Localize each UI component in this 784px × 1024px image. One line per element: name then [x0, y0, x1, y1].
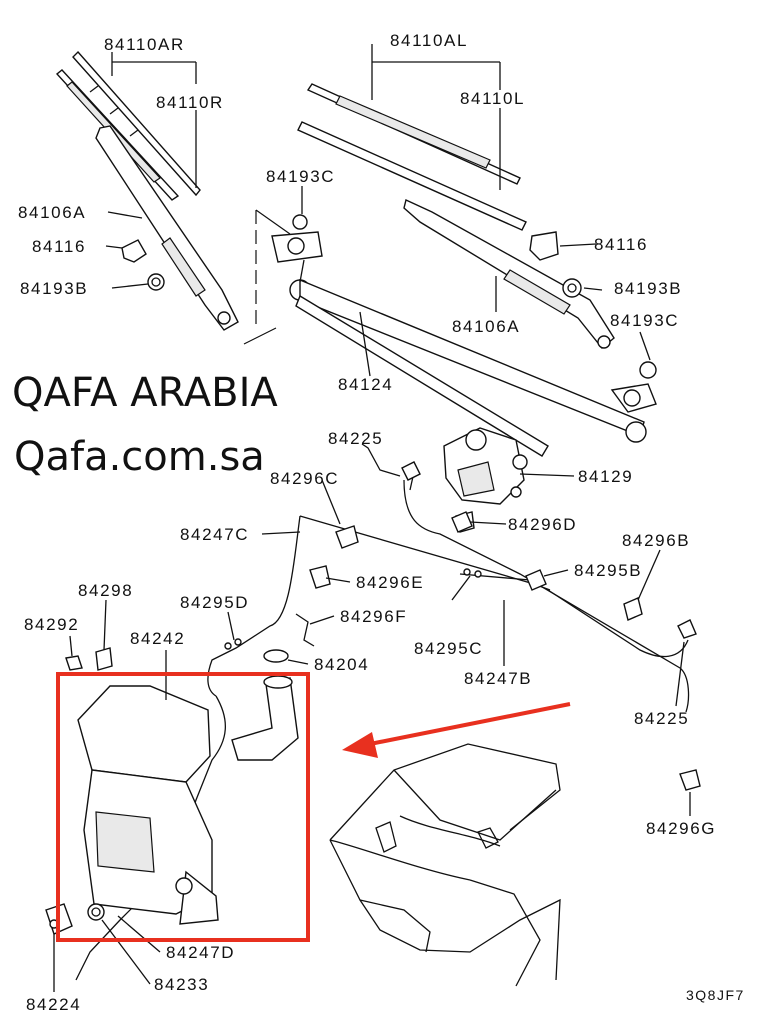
- watermark-line-1: QAFA ARABIA: [12, 370, 278, 416]
- right-wiper-blade: [297, 83, 527, 231]
- joint-84295B: [525, 569, 547, 591]
- label-84106A-left: 84106A: [18, 203, 86, 222]
- dashed-guide-left: [243, 209, 291, 345]
- left-nut-84193B: [147, 273, 165, 291]
- clip-84296B: [623, 597, 643, 621]
- label-84295D: 84295D: [180, 593, 249, 612]
- label-84106A-right: 84106A: [452, 317, 520, 336]
- label-84296B: 84296B: [622, 531, 690, 550]
- label-84296F: 84296F: [340, 607, 407, 626]
- label-84116-left: 84116: [32, 237, 86, 256]
- label-84193B-right: 84193B: [614, 279, 682, 298]
- label-84225-top: 84225: [328, 429, 383, 448]
- label-84295C: 84295C: [414, 639, 483, 658]
- washer-reservoir-84242: [77, 685, 219, 925]
- filler-neck-84204: [231, 649, 299, 761]
- watermark-line-2: Qafa.com.sa: [14, 434, 265, 480]
- label-84247C: 84247C: [180, 525, 249, 544]
- label-84296E: 84296E: [356, 573, 424, 592]
- label-84110R: 84110R: [156, 93, 224, 112]
- clip-84296D: [451, 511, 473, 533]
- label-84247B: 84247B: [464, 669, 532, 688]
- label-84110L: 84110L: [460, 89, 525, 108]
- clip-84296G: [679, 769, 701, 791]
- clip-84296C: [335, 525, 359, 549]
- left-arm-cap-84116: [121, 239, 147, 263]
- label-84110AL: 84110AL: [390, 31, 468, 50]
- label-84193C-top: 84193C: [266, 167, 335, 186]
- label-84116-right: 84116: [594, 235, 648, 254]
- drawing-code: 3Q8JF7: [686, 987, 745, 1003]
- nozzle-84225-right: [677, 619, 697, 639]
- label-84292: 84292: [24, 615, 79, 634]
- right-nut-84193B: [562, 278, 582, 298]
- wiper-linkage-84124: [271, 214, 657, 457]
- nozzle-84225-top: [401, 461, 421, 481]
- label-84296G: 84296G: [646, 819, 716, 838]
- label-84129: 84129: [578, 467, 633, 486]
- clip-84296F: [295, 613, 315, 647]
- label-84296C: 84296C: [270, 469, 339, 488]
- label-84110AR: 84110AR: [104, 35, 185, 54]
- label-84298: 84298: [78, 581, 133, 600]
- label-84225-right: 84225: [634, 709, 689, 728]
- highlight-box: [56, 672, 310, 942]
- label-84233: 84233: [154, 975, 209, 994]
- car-location-sketch: [329, 743, 561, 987]
- pointer-arrow: [342, 702, 571, 758]
- bolt-84298: [95, 647, 113, 671]
- clip-84296E: [309, 565, 331, 589]
- right-arm-cap-84116: [529, 231, 559, 261]
- label-84193B-left: 84193B: [20, 279, 88, 298]
- left-wiper-arm: [95, 125, 239, 331]
- label-84204: 84204: [314, 655, 369, 674]
- label-84242: 84242: [130, 629, 185, 648]
- label-84124: 84124: [338, 375, 393, 394]
- label-84193C-right: 84193C: [610, 311, 679, 330]
- label-84296D: 84296D: [508, 515, 577, 534]
- label-84224: 84224: [26, 995, 81, 1014]
- right-wiper-arm: [403, 199, 615, 349]
- grommet-84233: [87, 903, 105, 921]
- label-84247D: 84247D: [166, 943, 235, 962]
- bracket-84292: [65, 655, 83, 671]
- label-84295B: 84295B: [574, 561, 642, 580]
